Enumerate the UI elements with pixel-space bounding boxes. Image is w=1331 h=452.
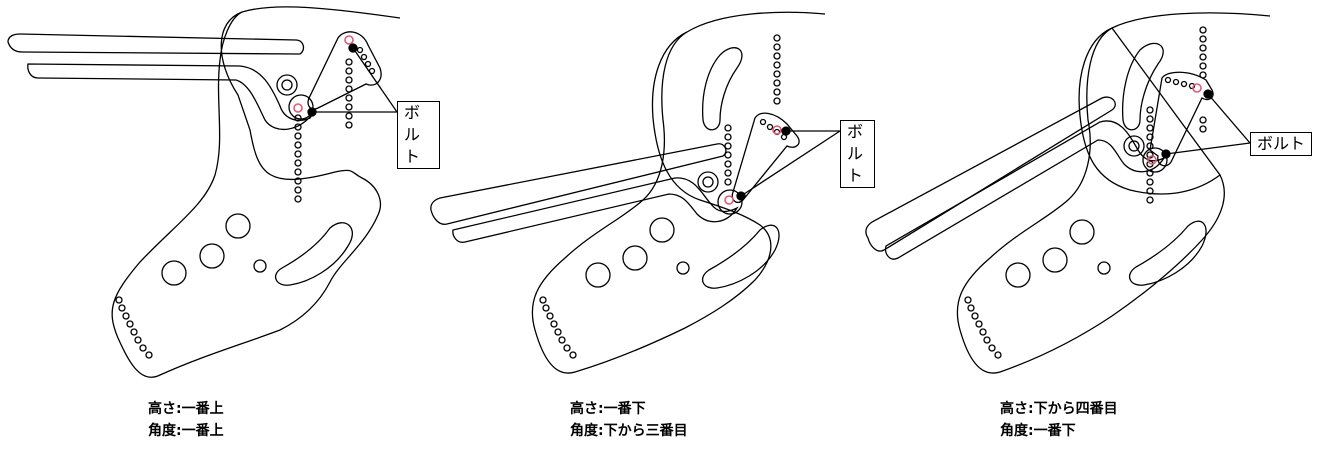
leader-line (1207, 93, 1251, 144)
angle-setting: 角度:一番上 (148, 423, 224, 439)
bolt-hole-highlight (772, 125, 782, 135)
plate-outline (111, 6, 401, 378)
caption-1: 高さ:一番上 角度:一番上 (148, 398, 224, 442)
angle-link-holes (356, 46, 376, 75)
swivel-disc (717, 189, 743, 215)
large-hole (622, 245, 648, 271)
large-hole (649, 217, 675, 243)
seat-rail (865, 96, 1116, 252)
curved-slot (1128, 220, 1207, 286)
caption-3: 高さ:下から四番目 角度:一番下 (1000, 398, 1118, 442)
leader-line (1165, 142, 1251, 155)
curved-slot (274, 222, 353, 286)
bracket-drawing (430, 11, 841, 374)
caption-2: 高さ:一番下 角度:下から三番目 (570, 398, 688, 442)
angle-setting: 角度:下から三番目 (570, 423, 688, 439)
pivot-outer (697, 171, 719, 193)
bolt-label: ボルト (840, 120, 875, 188)
hole-column-angle (345, 58, 353, 129)
bolt-hole-highlight (293, 103, 303, 113)
seat-rail (430, 143, 727, 225)
diagram-panel-2: ボルト 高さ:一番下 角度:下から三番目 (425, 0, 875, 452)
large-hole (161, 260, 187, 286)
large-hole (199, 243, 225, 269)
hole-row-bottom-left (539, 296, 577, 359)
bolt-label: ボルト (1250, 132, 1313, 156)
diagram-panel-3: ボルト 高さ:下から四番目 角度:一番下 (850, 0, 1331, 452)
bolt-hole-highlight (344, 35, 354, 45)
hole-row-bottom-left (964, 296, 1002, 359)
hole-column-angle (773, 34, 781, 105)
large-hole (225, 213, 251, 239)
height-setting: 高さ:一番下 (570, 401, 646, 417)
small-hole (1097, 261, 1111, 275)
bracket-drawing (865, 12, 1271, 374)
diagram-panel-1: ボルト 高さ:一番上 角度:一番上 (0, 0, 440, 452)
height-setting: 高さ:下から四番目 (1000, 401, 1118, 417)
pivot-inner (702, 176, 714, 188)
height-setting: 高さ:一番上 (148, 401, 224, 417)
large-hole (1005, 262, 1031, 288)
hole-column-height (294, 114, 302, 203)
plate-outline (531, 11, 826, 374)
seat-rail-lower (27, 63, 315, 131)
pivot-inner (281, 79, 293, 91)
plate-outline (956, 12, 1271, 374)
hole-column-height (1146, 106, 1154, 204)
seat-rail-lower (884, 120, 1166, 260)
upper-curved-slot (701, 47, 743, 131)
leader-line (352, 47, 398, 113)
angle-link-holes (1164, 76, 1196, 90)
large-hole (585, 262, 611, 288)
small-hole (253, 259, 267, 273)
upper-curved-slot (1121, 42, 1164, 131)
large-hole (1069, 219, 1095, 245)
swivel-disc (1142, 147, 1168, 173)
small-hole (676, 261, 690, 275)
hole-row-bottom-left (115, 296, 153, 359)
angle-setting: 角度:一番下 (1000, 423, 1076, 439)
angle-link (731, 112, 800, 204)
bolt-label: ボルト (397, 101, 440, 169)
hole-column-height (724, 124, 732, 186)
pivot-outer (276, 74, 298, 96)
leader-line (740, 130, 841, 197)
swivel-disc (288, 94, 314, 120)
bolt-hole-highlight (1192, 83, 1202, 93)
bolt-hole-highlight (724, 195, 734, 205)
seat-rail (7, 33, 305, 55)
large-hole (1042, 247, 1068, 273)
seat-rail-lower (452, 177, 739, 243)
curved-slot (701, 224, 780, 289)
hole-column-angle (1199, 26, 1207, 133)
bolt-hole-highlight (1147, 155, 1157, 165)
pivot-outer (1123, 135, 1145, 157)
bracket-drawing (7, 6, 401, 378)
pivot-inner (1128, 140, 1140, 152)
